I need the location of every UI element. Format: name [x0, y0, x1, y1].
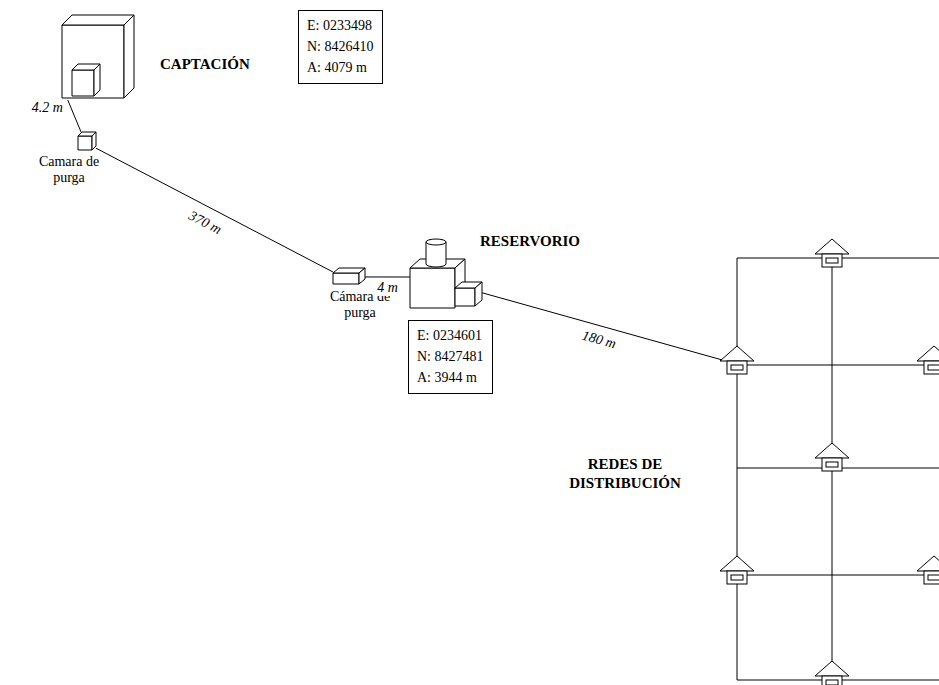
network-pipe	[737, 575, 939, 576]
coordinate-text: N: 8427481	[417, 346, 484, 367]
structure-heading: CAPTACIÓN	[160, 55, 250, 74]
structure-heading: REDES DE DISTRIBUCIÓN	[554, 455, 696, 493]
distribution-network-node: REDES DE DISTRIBUCIÓN	[722, 255, 939, 685]
coordinate-text: N: 8426410	[307, 36, 374, 57]
pipe-line	[365, 276, 410, 277]
reservoir-node: RESERVORIO	[410, 235, 482, 310]
house-symbol	[917, 346, 939, 374]
coordinate-text: A: 4079 m	[307, 57, 374, 78]
coordinate-text: E: 0234601	[417, 325, 484, 346]
house-symbol	[720, 556, 754, 584]
house-symbols	[720, 239, 939, 685]
network-pipe	[737, 365, 939, 366]
coordinate-box: E: 0234601N: 8427481A: 3944 m	[408, 320, 493, 394]
coordinate-text: E: 0233498	[307, 15, 374, 36]
house-symbol	[815, 239, 849, 267]
structure-heading: RESERVORIO	[480, 232, 580, 251]
pipe-line	[482, 293, 722, 360]
house-symbol	[815, 443, 849, 471]
intake-structure	[62, 15, 134, 98]
length-label: 4 m	[375, 280, 400, 296]
house-symbol	[815, 661, 849, 685]
purge-chamber	[333, 268, 365, 284]
intake-node: CAPTACIÓN	[62, 15, 134, 100]
structure-label: Camara de purga	[29, 154, 109, 186]
reservoir-structure	[410, 239, 482, 308]
coordinate-box: E: 0233498N: 8426410A: 4079 m	[298, 10, 383, 84]
length-label: 180 m	[578, 327, 620, 353]
house-symbol	[720, 346, 754, 374]
length-label: 370 m	[184, 207, 226, 239]
coordinate-text: A: 3944 m	[417, 367, 484, 388]
network-pipe	[737, 258, 738, 680]
length-label: 4.2 m	[30, 100, 65, 116]
purge-chamber-node: Camara de purga	[78, 132, 96, 150]
house-symbol	[917, 556, 939, 584]
pipe-line	[68, 100, 81, 132]
purge-chamber	[78, 132, 96, 150]
purge-chamber-node: Cámara de purga	[333, 268, 365, 284]
pipe-line	[96, 148, 333, 272]
